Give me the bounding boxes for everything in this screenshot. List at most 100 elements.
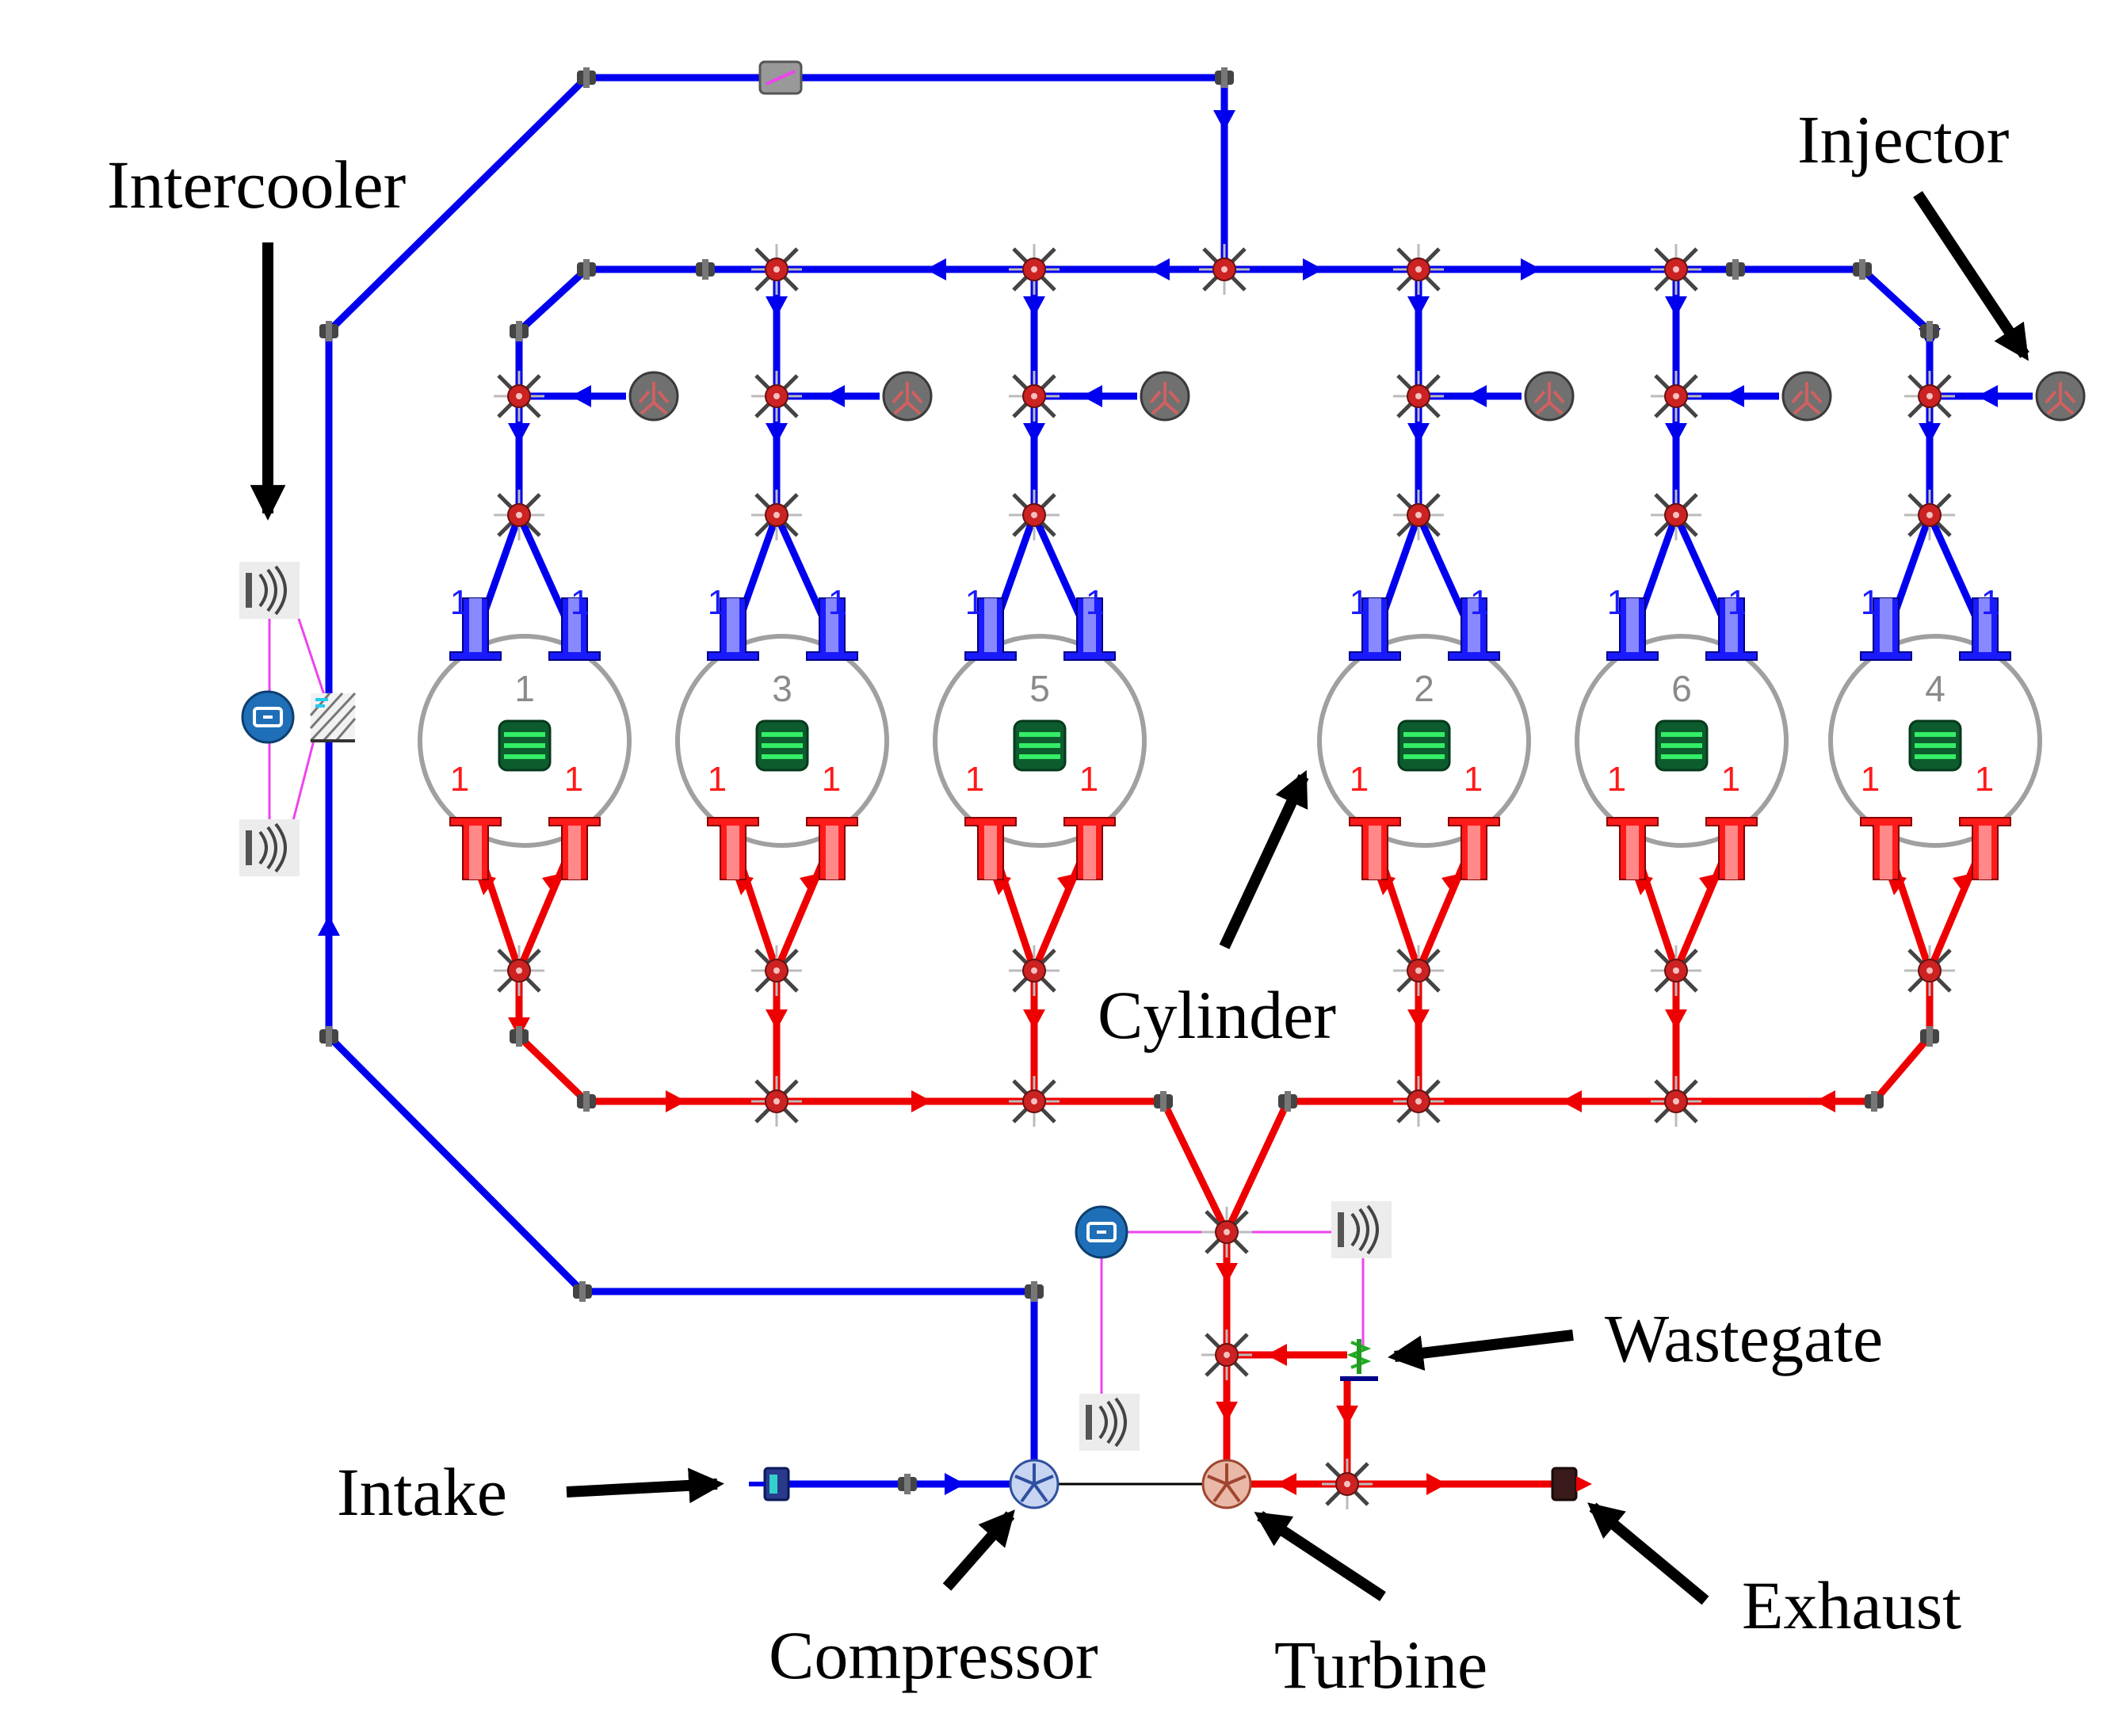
svg-text:1: 1 [708, 760, 727, 799]
arrow-injector [1913, 191, 2029, 361]
injector-icon[interactable] [2035, 371, 2086, 422]
injector-icon[interactable] [1524, 371, 1575, 422]
piston-icon [498, 719, 552, 772]
cylinders: 1 1 1 1 1 3 1 1 1 1 5 1 [418, 583, 2042, 880]
flowsplit-icon[interactable] [1393, 945, 1444, 996]
svg-text:1: 1 [1079, 760, 1098, 799]
flowsplit-icon[interactable] [1322, 1459, 1373, 1509]
svg-text:1: 1 [1861, 760, 1880, 799]
flowsplit-icon[interactable] [1393, 244, 1444, 295]
turbo-group [749, 1200, 1592, 1509]
label-intercooler: Intercooler [107, 147, 406, 223]
sensor-icon[interactable] [1078, 1392, 1141, 1452]
pipe-connectors [319, 67, 1939, 1494]
svg-text:1: 1 [965, 760, 984, 799]
flowsplit-icon[interactable] [1393, 371, 1444, 422]
flowsplit-icon[interactable] [1651, 244, 1701, 295]
svg-text:1: 1 [1728, 583, 1747, 622]
svg-text:1: 1 [822, 760, 841, 799]
svg-text:1: 1 [1464, 760, 1483, 799]
flowsplit-icon[interactable] [1651, 945, 1701, 996]
flowsplit-icon[interactable] [1393, 1076, 1444, 1127]
svg-text:1: 1 [1350, 583, 1369, 622]
arrow-wastegate [1388, 1330, 1574, 1371]
exhaust-flow-arrows [475, 873, 1973, 1495]
svg-text:1: 1 [1607, 583, 1626, 622]
cylinder-6[interactable]: 6 1 1 1 1 [1575, 583, 1789, 880]
svg-text:1: 1 [965, 583, 984, 622]
injector-icon[interactable] [1140, 371, 1190, 422]
cylinder-2[interactable]: 2 1 1 1 1 [1317, 583, 1531, 880]
flowsplit-icon[interactable] [751, 371, 802, 422]
arrow-cylinder [1219, 769, 1309, 949]
sensor-icon[interactable] [1330, 1200, 1393, 1260]
flowsplit-icon[interactable] [494, 490, 544, 540]
flowsplit-icon[interactable] [751, 244, 802, 295]
injector-icon[interactable] [882, 371, 933, 422]
flowsplit-icon[interactable] [1009, 244, 1060, 295]
flowsplit-icon[interactable] [1009, 945, 1060, 996]
flowsplit-icon[interactable] [1009, 490, 1060, 540]
controller-icon[interactable] [241, 690, 295, 744]
intake-flow-arrows [318, 110, 1998, 1495]
arrow-intake [566, 1467, 724, 1504]
piston-icon [755, 719, 809, 772]
svg-text:1: 1 [450, 583, 469, 622]
sensor-icon[interactable] [238, 818, 301, 878]
label-cylinder: Cylinder [1098, 977, 1336, 1053]
cylinder-1[interactable]: 1 1 1 1 1 [418, 583, 632, 880]
flowsplit-icon[interactable] [1651, 490, 1701, 540]
exhaust-collector[interactable] [1159, 1100, 1292, 1234]
injector-icon[interactable] [1781, 371, 1832, 422]
flowsplit-icon[interactable] [1201, 1330, 1252, 1380]
label-intake: Intake [337, 1454, 507, 1530]
svg-text:1: 1 [1350, 760, 1369, 799]
exhaust-boundary-icon[interactable] [1551, 1467, 1592, 1501]
cylinder-number: 3 [772, 668, 792, 709]
label-injector: Injector [1797, 101, 2009, 177]
svg-text:1: 1 [708, 583, 727, 622]
svg-text:1: 1 [1861, 583, 1880, 622]
controller-icon[interactable] [1075, 1205, 1128, 1259]
intercooler-icon[interactable] [309, 692, 357, 742]
wastegate-valve-icon[interactable] [1340, 1339, 1378, 1381]
flowsplit-icon[interactable] [1393, 490, 1444, 540]
svg-text:1: 1 [1607, 760, 1626, 799]
intake-pipe-main[interactable] [325, 74, 1228, 1484]
flowsplit-icon[interactable] [751, 945, 802, 996]
label-wastegate: Wastegate [1605, 1300, 1883, 1376]
flowsplit-icon[interactable] [1651, 371, 1701, 422]
cylinder-number: 2 [1414, 668, 1434, 709]
compressor-icon[interactable] [1009, 1459, 1060, 1509]
flowsplit-icon[interactable] [1201, 1207, 1252, 1257]
flowsplit-icon[interactable] [1199, 244, 1250, 295]
cylinder-number: 6 [1671, 668, 1692, 709]
svg-text:1: 1 [564, 760, 583, 799]
svg-text:1: 1 [1721, 760, 1740, 799]
turbine-icon[interactable] [1201, 1459, 1252, 1509]
cylinder-4[interactable]: 4 1 1 1 1 [1828, 583, 2042, 880]
flowsplit-icon[interactable] [751, 490, 802, 540]
flowsplit-icon[interactable] [1009, 371, 1060, 422]
flowsplit-icon[interactable] [1904, 490, 1955, 540]
svg-text:1: 1 [571, 583, 590, 622]
injector-icon[interactable] [628, 371, 679, 422]
cylinder-5[interactable]: 5 1 1 1 1 [933, 583, 1147, 880]
piston-icon [1397, 719, 1451, 772]
flowsplit-icon[interactable] [1904, 371, 1955, 422]
flowsplit-icon[interactable] [751, 1076, 802, 1127]
svg-text:1: 1 [1981, 583, 2000, 622]
flowsplit-icon[interactable] [494, 945, 544, 996]
flowsplit-icon[interactable] [494, 371, 544, 422]
annotation-labels: Intercooler Injector Cylinder Wastegate … [107, 101, 2029, 1703]
flowsplit-icon[interactable] [1651, 1076, 1701, 1127]
piston-icon [1013, 719, 1067, 772]
cylinder-number: 5 [1029, 668, 1050, 709]
flowsplit-icon[interactable] [1009, 1076, 1060, 1127]
cylinder-number: 1 [514, 668, 535, 709]
cylinder-3[interactable]: 3 1 1 1 1 [675, 583, 889, 880]
intake-boundary-icon[interactable] [749, 1467, 790, 1501]
sensor-icon[interactable] [238, 560, 301, 620]
flowsplit-icon[interactable] [1904, 945, 1955, 996]
orifice-icon[interactable] [758, 60, 803, 95]
